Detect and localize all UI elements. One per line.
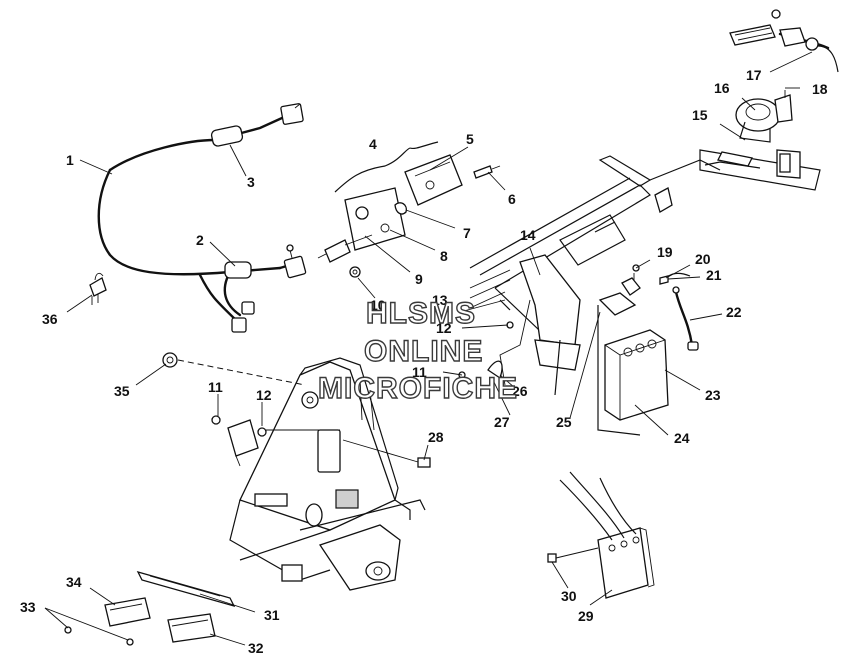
grommet-35 <box>162 352 306 386</box>
callout-15: 15 <box>692 107 708 123</box>
callout-10: 10 <box>370 297 386 313</box>
callout-35: 35 <box>114 383 130 399</box>
callout-4: 4 <box>369 136 377 152</box>
callout-1: 1 <box>66 152 74 168</box>
callout-9: 9 <box>415 271 423 287</box>
callout-33: 33 <box>20 599 36 615</box>
battery <box>597 292 669 436</box>
callout-30: 30 <box>561 588 577 604</box>
callout-24: 24 <box>674 430 690 446</box>
callout-8: 8 <box>440 248 448 264</box>
callout-21: 21 <box>706 267 722 283</box>
callout-12-left: 12 <box>256 387 272 403</box>
watermark-line-2: ONLINE <box>364 335 483 368</box>
callout-14: 14 <box>520 227 536 243</box>
taillight-assembly <box>317 141 501 278</box>
callout-19: 19 <box>657 244 673 260</box>
callout-11-left: 11 <box>208 379 223 395</box>
callout-6: 6 <box>508 191 516 207</box>
callout-20: 20 <box>695 251 711 267</box>
bottom-brackets <box>64 570 236 646</box>
callout-29: 29 <box>578 608 594 624</box>
callout-7: 7 <box>463 225 471 241</box>
callout-13: 13 <box>432 292 448 308</box>
callout-32: 32 <box>248 640 264 656</box>
callout-3: 3 <box>247 174 255 190</box>
watermark-line-3: MICROFICHE <box>318 372 518 405</box>
callout-5: 5 <box>466 131 474 147</box>
callout-17: 17 <box>746 67 762 83</box>
callout-36: 36 <box>42 311 58 327</box>
callout-28: 28 <box>428 429 444 445</box>
callout-31: 31 <box>264 607 280 623</box>
battery-cables <box>621 264 699 351</box>
callout-26: 26 <box>512 383 528 399</box>
callout-16: 16 <box>714 80 730 96</box>
callout-2: 2 <box>196 232 204 248</box>
wire-harness <box>97 103 307 333</box>
bolt-28 <box>342 439 431 468</box>
callout-11-center: 11 <box>412 364 427 380</box>
callout-22: 22 <box>726 304 742 320</box>
clip-36 <box>89 272 107 305</box>
cdi-box <box>547 471 655 599</box>
callout-25: 25 <box>556 414 572 430</box>
frame-rails <box>469 149 821 351</box>
leader-lines <box>44 51 813 646</box>
callout-27: 27 <box>494 414 510 430</box>
chassis-panel <box>229 357 426 591</box>
callout-labels: 1 2 3 4 5 6 7 8 9 10 11 11 12 12 13 14 1… <box>20 67 828 656</box>
callout-23: 23 <box>705 387 721 403</box>
watermark: HLSMS ONLINE MICROFICHE <box>317 296 518 405</box>
callout-12-center: 12 <box>436 320 452 336</box>
rectifier <box>211 415 340 467</box>
battery-bracket <box>458 254 581 396</box>
callout-18: 18 <box>812 81 828 97</box>
watermark-line-1: HLSMS <box>366 297 476 330</box>
horn-switch <box>729 9 839 143</box>
callout-34: 34 <box>66 574 82 590</box>
